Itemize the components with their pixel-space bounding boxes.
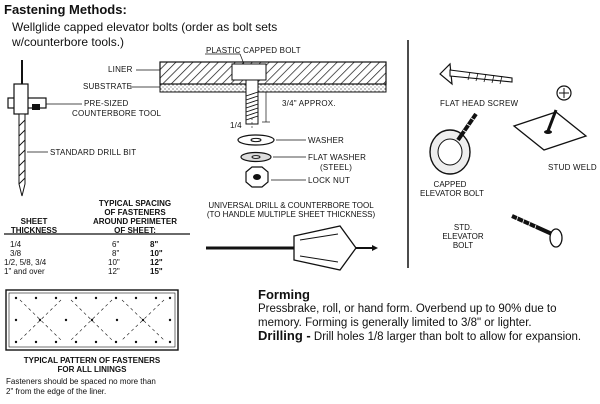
pattern-note-1: Fasteners should be spaced no more than bbox=[6, 377, 156, 386]
pattern-note-2: 2" from the edge of the liner. bbox=[6, 387, 107, 396]
table-row: 3/8 8" 10" bbox=[4, 249, 190, 258]
intro-line-1: Wellglide capped elevator bolts (order a… bbox=[12, 20, 278, 34]
spacing-table-body: 1/4 6" 8" 3/8 8" 10" 1/2, 5/8, 3/4 10" 1… bbox=[4, 240, 190, 276]
std-elevator-bolt-drawing bbox=[511, 214, 563, 248]
cell-spacing: 10" bbox=[108, 258, 120, 267]
label-lock-nut: LOCK NUT bbox=[308, 176, 351, 185]
pattern-caption: TYPICAL PATTERN OF FASTENERS FOR ALL LIN… bbox=[6, 356, 178, 374]
forming-title: Forming bbox=[258, 287, 310, 302]
label-pre-sized: PRE-SIZED bbox=[84, 99, 129, 108]
pattern-caption-1: TYPICAL PATTERN OF FASTENERS bbox=[23, 356, 161, 365]
label-stud-weld: STUD WELD bbox=[548, 163, 597, 172]
table-header-spacing: TYPICAL SPACING OF FASTENERS AROUND PERI… bbox=[80, 199, 190, 235]
counterbore-drill-bit bbox=[7, 60, 82, 197]
drilling-paragraph: Drilling - Drill holes 1/8 larger than b… bbox=[258, 329, 594, 344]
section-title: Fastening Methods: bbox=[4, 2, 127, 17]
label-liner: LINER bbox=[108, 65, 133, 74]
flat-head-screw-drawing bbox=[439, 62, 572, 101]
label-universal-line-2: (TO HANDLE MULTIPLE SHEET THICKNESS) bbox=[206, 210, 376, 219]
label-capped-line-1: CAPPED bbox=[433, 180, 467, 189]
cell-thickness: 3/8 bbox=[10, 249, 22, 258]
drilling-title: Drilling - bbox=[258, 328, 311, 343]
table-row: 1/2, 5/8, 3/4 10" 12" bbox=[4, 258, 190, 267]
label-capped-line-2: ELEVATOR BOLT bbox=[420, 189, 484, 198]
table-row: 1/4 6" 8" bbox=[4, 240, 190, 249]
cell-spacing: 6" bbox=[112, 240, 120, 249]
label-counterbore-tool: COUNTERBORE TOOL bbox=[72, 109, 162, 118]
table-header-spacing-4: OF SHEET: bbox=[114, 226, 156, 235]
universal-drill-tool bbox=[206, 225, 378, 271]
pattern-caption-2: FOR ALL LININGS bbox=[57, 365, 127, 374]
label-washer: WASHER bbox=[308, 136, 345, 145]
label-std-line-1: STD. bbox=[453, 223, 473, 232]
intro-text: Wellglide capped elevator bolts (order a… bbox=[12, 20, 372, 50]
cell-spacing-bold: 12" bbox=[150, 258, 163, 267]
label-quarter: 1/4 bbox=[230, 121, 242, 130]
cell-spacing: 8" bbox=[112, 249, 120, 258]
label-capped-elevator-bolt: CAPPED ELEVATOR BOLT bbox=[420, 180, 484, 198]
table-row: 1" and over 12" 15" bbox=[4, 267, 190, 276]
table-header-thickness-2: THICKNESS bbox=[10, 226, 58, 235]
cell-thickness: 1/4 bbox=[10, 240, 22, 249]
label-steel: (STEEL) bbox=[320, 163, 353, 172]
capped-elevator-bolt-drawing bbox=[429, 112, 478, 175]
table-header-spacing-1: TYPICAL SPACING bbox=[98, 199, 172, 208]
label-approx: 3/4" APPROX. bbox=[282, 99, 336, 108]
liner-substrate-section bbox=[130, 53, 387, 125]
label-flat-washer: FLAT WASHER bbox=[308, 153, 367, 162]
washer-stack bbox=[237, 118, 306, 188]
cell-spacing: 12" bbox=[108, 267, 120, 276]
label-std-line-3: BOLT bbox=[452, 241, 474, 250]
fastener-pattern-diagram bbox=[5, 289, 179, 351]
table-header-thickness-1: SHEET bbox=[20, 217, 48, 226]
table-header-spacing-2: OF FASTENERS bbox=[104, 208, 166, 217]
forming-text: Pressbrake, roll, or hand form. Overbend… bbox=[258, 303, 557, 329]
label-universal-line-1: UNIVERSAL DRILL & COUNTERBORE TOOL bbox=[208, 201, 374, 210]
drilling-text: Drill holes 1/8 larger than bolt to allo… bbox=[310, 331, 582, 343]
label-std-line-2: ELEVATOR bbox=[442, 232, 484, 241]
cell-spacing-bold: 8" bbox=[150, 240, 159, 249]
label-flat-head-screw: FLAT HEAD SCREW bbox=[440, 99, 519, 108]
label-plastic-capped-bolt: PLASTIC CAPPED BOLT bbox=[206, 46, 301, 55]
stud-weld-drawing bbox=[512, 109, 588, 151]
pattern-note: Fasteners should be spaced no more than … bbox=[6, 377, 206, 397]
label-substrate: SUBSTRATE bbox=[83, 82, 133, 91]
cell-thickness: 1/2, 5/8, 3/4 bbox=[4, 258, 47, 267]
label-std-elevator-bolt: STD. ELEVATOR BOLT bbox=[438, 223, 488, 250]
cell-thickness: 1" and over bbox=[4, 267, 45, 276]
table-header-thickness: SHEET THICKNESS bbox=[4, 217, 64, 235]
table-header-spacing-3: AROUND PERIMETER bbox=[92, 217, 177, 226]
intro-line-2: w/counterbore tools.) bbox=[12, 35, 125, 49]
cell-spacing-bold: 10" bbox=[150, 249, 163, 258]
label-standard-drill-bit: STANDARD DRILL BIT bbox=[50, 148, 137, 157]
label-universal-tool: UNIVERSAL DRILL & COUNTERBORE TOOL (TO H… bbox=[196, 201, 386, 219]
cell-spacing-bold: 15" bbox=[150, 267, 163, 276]
